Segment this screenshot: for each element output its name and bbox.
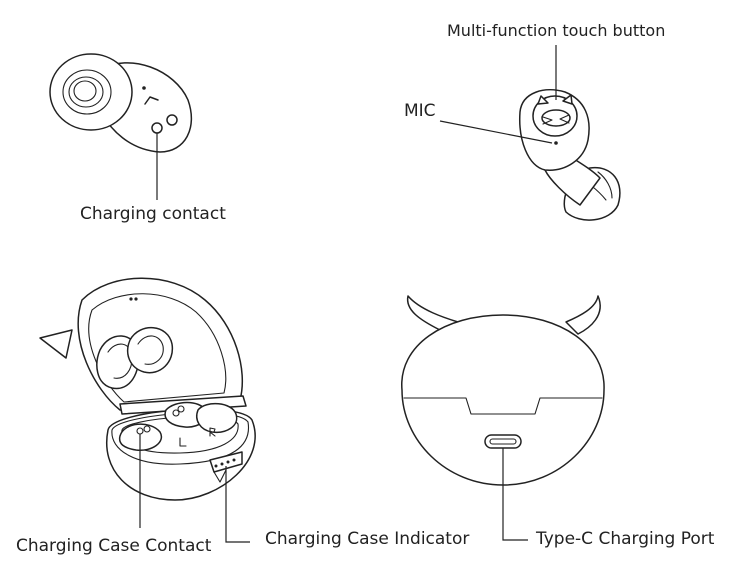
closed-case-illustration xyxy=(401,295,605,486)
open-case-illustration xyxy=(39,277,256,501)
case-left-mark: L xyxy=(178,437,179,438)
label-touch-button: Multi-function touch button xyxy=(447,21,666,40)
leader-type-c-port xyxy=(502,448,528,541)
label-charging-contact: Charging contact xyxy=(80,204,226,224)
label-case-indicator: Charging Case Indicator xyxy=(265,529,470,549)
case-right-mark: R xyxy=(208,427,209,428)
leader-case-indicator xyxy=(225,466,250,543)
label-type-c-port: Type-C Charging Port xyxy=(536,529,715,549)
leader-mic xyxy=(439,120,553,144)
earbud-back-illustration xyxy=(49,53,193,153)
label-case-contact: Charging Case Contact xyxy=(16,536,212,556)
earbud-front-illustration xyxy=(519,89,621,221)
label-mic: MIC xyxy=(404,101,436,121)
